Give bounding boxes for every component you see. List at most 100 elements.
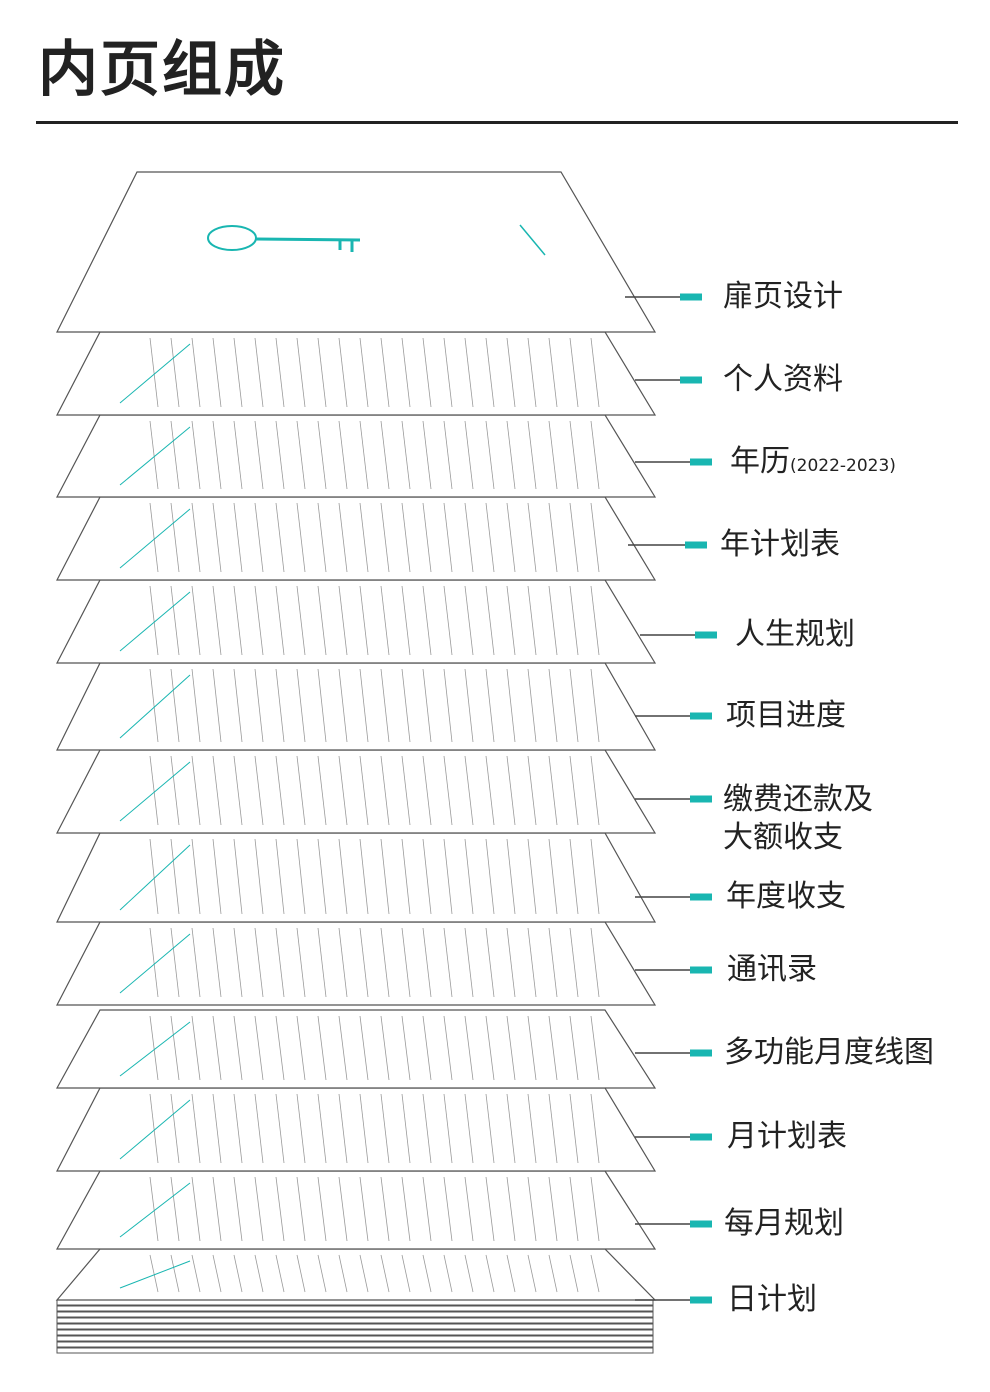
sheet-rule-line [338,927,348,998]
payments-label-line1: 缴费还款及 [723,782,873,817]
sheet-4 [56,579,657,664]
sheet-rule-line [359,1254,369,1293]
sheet-rule-line [212,502,222,573]
sheet-7 [56,832,657,923]
sheet-rule-line [338,585,348,656]
sheet-rule-line [527,668,537,743]
sheet-rule-line [170,1015,180,1081]
sheet-2 [56,414,657,498]
sheet-rule-line [464,420,474,490]
sheet-rule-line [359,838,369,915]
sheet-rule-line [569,668,579,743]
sheet-rule-line [317,1176,327,1242]
sheet-1 [56,331,657,416]
layer-label-life-plan: 人生规划 [735,617,855,652]
sheet-rule-line [254,668,264,743]
sheet-rule-line [275,668,285,743]
sheet-rule-line [548,1254,558,1293]
sheet-rule-line [569,1254,579,1293]
sheet-rule-line [275,1176,285,1242]
sheet-rule-line [212,927,222,998]
sheet-rule-line [401,1015,411,1081]
sheet-accent-line [119,761,191,822]
sheet-rule-line [170,755,180,826]
sheet-rule-line [254,337,264,408]
sheet-rule-line [548,420,558,490]
sheet-rule-line [569,755,579,826]
layer-label-monthly-planning: 每月规划 [724,1206,844,1241]
sheet-rule-line [275,838,285,915]
sheet-rule-line [359,337,369,408]
sheet-rule-line [590,585,600,656]
sheet-rule-line [527,1015,537,1081]
sheet-rule-line [590,337,600,408]
leader-accent-bar [690,712,712,720]
sheet-rule-line [464,668,474,743]
sheet-accent-line [119,844,191,911]
sheet-rule-line [422,1015,432,1081]
sheet-rule-line [380,585,390,656]
sheet-rule-line [191,1015,201,1081]
sheet-rule-line [464,337,474,408]
leader-accent-bar [690,458,712,466]
sheet-rule-line [590,668,600,743]
layer-label-contacts: 通讯录 [727,952,817,987]
sheet-accent-line [119,674,191,739]
sheet-rule-line [233,838,243,915]
sheet-rule-line [170,1093,180,1164]
sheet-rule-line [296,668,306,743]
sheet-rule-line [485,668,495,743]
sheet-rule-line [191,337,201,408]
layer-label-daily-plan: 日计划 [727,1282,817,1317]
sheet-5 [56,662,657,751]
sheet-rule-line [317,1254,327,1293]
sheet-rule-line [338,502,348,573]
sheet-rule-line [254,585,264,656]
sheet-rule-line [275,927,285,998]
sheet-rule-line [401,420,411,490]
sheet-rule-line [380,755,390,826]
sheet-rule-line [464,927,474,998]
sheet-rule-line [275,1015,285,1081]
sheet-rule-line [212,1254,222,1293]
title-rule [36,121,958,124]
sheet-rule-line [338,337,348,408]
sheet-rule-line [296,1254,306,1293]
sheet-10 [56,1087,657,1172]
sheet-rule-line [485,927,495,998]
sheet-rule-line [359,1176,369,1242]
sheet-accent-line [119,1099,191,1160]
sheet-rule-line [212,1093,222,1164]
sheet-rule-line [548,927,558,998]
sheet-rule-line [191,502,201,573]
sheet-rule-line [149,585,159,656]
sheet-rule-line [254,755,264,826]
sheet-rule-line [275,1093,285,1164]
sheet-rule-line [149,1176,159,1242]
sheet-rule-line [149,420,159,490]
sheet-rule-line [401,927,411,998]
layer-label-payments: 缴费还款及大额收支 [723,781,873,857]
sheet-rule-line [170,1176,180,1242]
sheet-rule-line [254,838,264,915]
leader-accent-bar [690,1133,712,1141]
sheet-rule-line [485,585,495,656]
sheet-rule-line [548,585,558,656]
leader-accent-bar [690,1296,712,1304]
sheet-rule-line [548,838,558,915]
sheet-rule-line [485,1176,495,1242]
sheet-6 [56,749,657,834]
sheet-rule-line [443,668,453,743]
sheet-rule-line [233,1015,243,1081]
sheet-rule-line [422,1254,432,1293]
sheet-rule-line [401,585,411,656]
daily-page-edge [56,1305,654,1312]
sheet-rule-line [485,1015,495,1081]
sheet-rule-line [569,502,579,573]
key-shaft [255,237,361,242]
sheet-rule-line [380,927,390,998]
sheet-rule-line [254,502,264,573]
sheet-rule-line [527,1254,537,1293]
daily-page-edge [56,1311,654,1318]
sheet-rule-line [170,838,180,915]
